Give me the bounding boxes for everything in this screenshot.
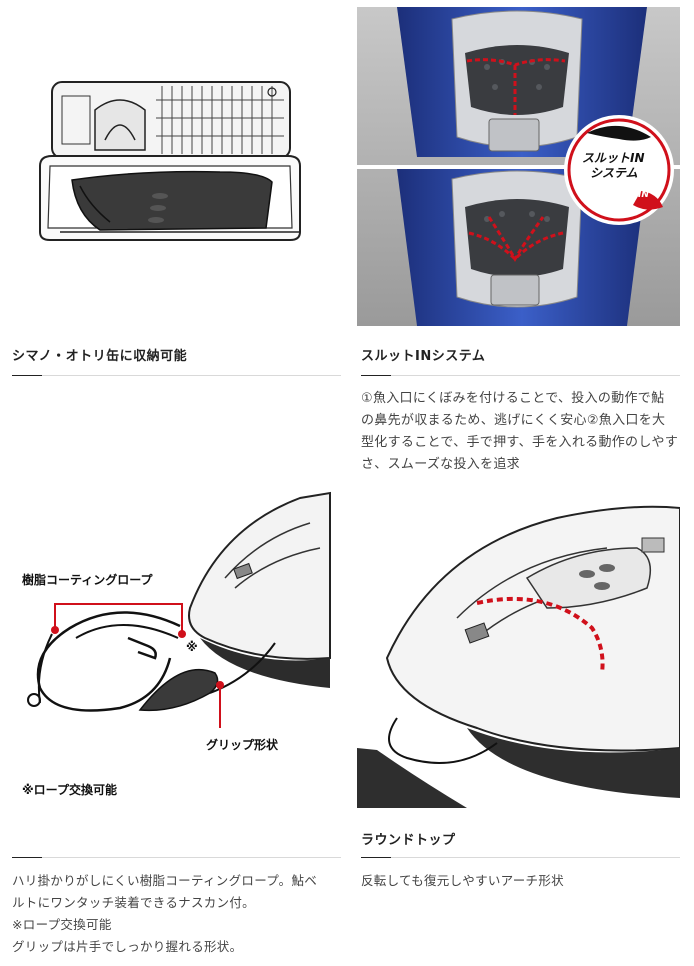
- section4-title: ラウンドトップ: [361, 833, 456, 848]
- section2-rule: [361, 375, 680, 376]
- rope-label: 樹脂コーティングロープ: [22, 573, 153, 587]
- section2-title: スルットINシステム: [361, 349, 486, 364]
- section3-line: ※ロープ交換可能: [12, 917, 112, 932]
- section2-line: ①魚入口にくぼみを付けることで、投入の動作で鮎: [361, 391, 665, 406]
- rope-exchange-note: ※ロープ交換可能: [22, 783, 117, 797]
- section2-line: 型化することで、手で押す、手を入れる動作のしやす: [361, 435, 679, 450]
- slit-in-photo: [357, 7, 680, 326]
- round-top-drawing: [357, 505, 680, 808]
- section1-title: シマノ・オトリ缶に収納可能: [12, 349, 188, 364]
- round-top-illustration: [357, 488, 680, 808]
- badge-in: IN: [638, 190, 649, 200]
- section1-rule: [12, 375, 341, 376]
- section4-rule: [361, 857, 680, 858]
- slit-in-photo-drawing: [357, 7, 680, 326]
- section3-rule: [12, 857, 341, 858]
- grip-label: グリップ形状: [206, 738, 279, 752]
- section3-line: グリップは片手でしっかり握れる形状。: [12, 939, 243, 954]
- section2-description: ①魚入口にくぼみを付けることで、投入の動作で鮎 の鼻先が収まるため、逃げにくく安…: [361, 388, 678, 476]
- oyster-can-drawing: [39, 81, 301, 241]
- section2-line: さ、スムーズな投入を追求: [361, 457, 520, 472]
- mark-label: ※: [186, 640, 198, 654]
- section2-line: の鼻先が収まるため、逃げにくく安心②魚入口を大: [361, 413, 666, 428]
- section3-line: ハリ掛かりがしにくい樹脂コーティングロープ。鮎ベ: [12, 873, 318, 888]
- storage-illustration: [0, 0, 340, 330]
- section3-description: ハリ掛かりがしにくい樹脂コーティングロープ。鮎ベ ルトにワンタッチ装着できるナス…: [12, 870, 317, 958]
- rope-grip-illustration: [0, 488, 340, 828]
- section4-description: 反転しても復元しやすいアーチ形状: [361, 873, 564, 888]
- rope-grip-drawing: [27, 491, 331, 728]
- badge-title: スルットIN: [582, 151, 645, 165]
- section3-line: ルトにワンタッチ装着できるナスカン付。: [12, 895, 255, 910]
- badge-subtitle: システム: [590, 166, 638, 180]
